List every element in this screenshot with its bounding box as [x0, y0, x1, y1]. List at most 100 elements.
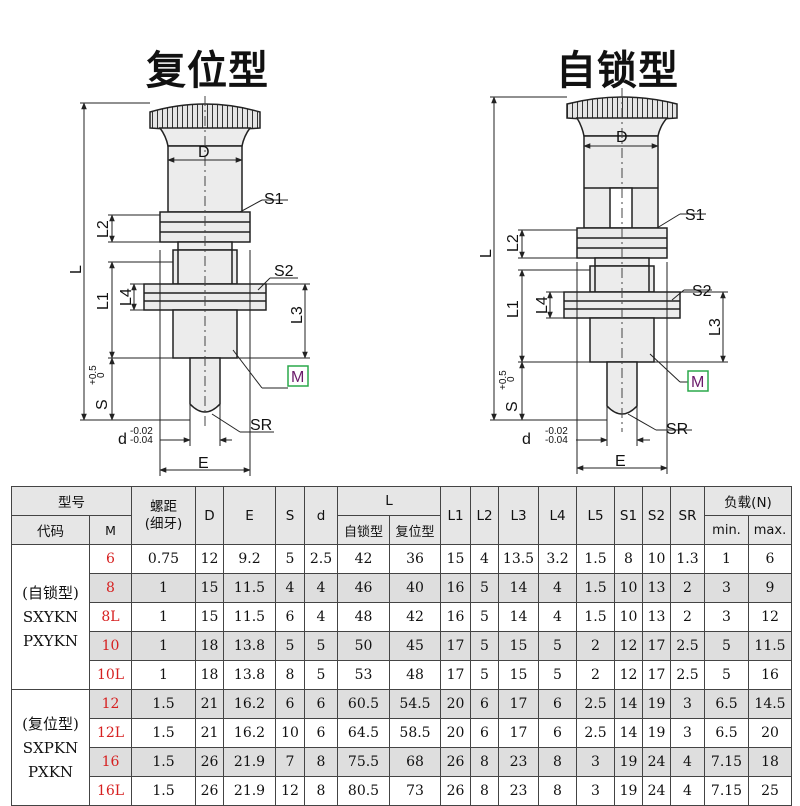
header-load-max: max. — [748, 515, 792, 545]
table-cell: 1.5 — [131, 747, 196, 777]
table-cell: 1 — [704, 544, 749, 574]
table-cell: 42 — [389, 602, 441, 632]
table-cell: 5 — [304, 660, 338, 690]
table-cell: 6 — [275, 602, 305, 632]
left-dim-L: L — [68, 265, 85, 274]
table-cell: 16 — [440, 573, 471, 603]
table-cell: 8 — [304, 747, 338, 777]
right-label-M: M — [691, 374, 704, 391]
table-header-row-2: 代码 M 自锁型 复位型 min. max. — [11, 515, 792, 545]
table-cell: 11.5 — [223, 573, 276, 603]
header-S1: S1 — [614, 486, 643, 545]
left-M-box — [287, 365, 309, 387]
table-cell: 13.8 — [223, 660, 276, 690]
table-cell: 21 — [195, 718, 224, 748]
table-cell: 75.5 — [337, 747, 390, 777]
table-cell: 3 — [576, 747, 615, 777]
left-dim-SR: SR — [250, 417, 272, 434]
table-cell: 17 — [440, 660, 471, 690]
table-cell: 8 — [538, 747, 577, 777]
left-tol-s-bottom: 0 — [96, 372, 107, 378]
header-E: E — [223, 486, 276, 545]
table-cell: 26 — [195, 776, 224, 806]
left-drawing-title: 复位型 — [146, 48, 269, 94]
table-cell: 6 — [538, 689, 577, 719]
spec-table: 型号 螺距 (细牙) D E S d L L1 L2 L3 L4 L5 S1 S… — [11, 486, 792, 806]
table-cell: 13 — [642, 573, 671, 603]
header-load: 负载(N) — [704, 486, 792, 516]
table-cell: 8 — [614, 544, 643, 574]
right-M-box — [687, 370, 709, 392]
size-code-cell: 8 — [89, 573, 132, 603]
table-cell: 23 — [498, 776, 539, 806]
table-cell: 10 — [614, 573, 643, 603]
left-label-S2: S2 — [274, 263, 294, 280]
right-label-S2: S2 — [692, 283, 712, 300]
table-cell: 8 — [470, 776, 499, 806]
table-cell: 54.5 — [389, 689, 441, 719]
table-cell: 5 — [704, 660, 749, 690]
table-cell: 26 — [195, 747, 224, 777]
right-dim-L: L — [478, 249, 495, 258]
size-code-cell: 16 — [89, 747, 132, 777]
table-cell: 4 — [304, 602, 338, 632]
table-cell: 9.2 — [223, 544, 276, 574]
table-header-row-1: 型号 螺距 (细牙) D E S d L L1 L2 L3 L4 L5 S1 S… — [11, 486, 792, 545]
table-cell: 2 — [576, 631, 615, 661]
table-cell: 10 — [275, 718, 305, 748]
table-cell: 48 — [389, 660, 441, 690]
table-cell: 13 — [642, 602, 671, 632]
table-cell: 12 — [195, 544, 224, 574]
table-cell: 73 — [389, 776, 441, 806]
table-cell: 53 — [337, 660, 390, 690]
table-cell: 14.5 — [748, 689, 792, 719]
table-cell: 50 — [337, 631, 390, 661]
table-cell: 15 — [195, 602, 224, 632]
header-d: d — [304, 486, 338, 545]
model-group-line: PXYKN — [22, 632, 78, 650]
table-cell: 4 — [670, 776, 705, 806]
model-group-line: SXPKN — [22, 738, 79, 757]
table-cell: 4 — [304, 573, 338, 603]
model-group-line: PXKN — [27, 762, 74, 781]
table-cell: 60.5 — [337, 689, 390, 719]
table-cell: 3 — [704, 602, 749, 632]
left-tol-d-bottom: -0.04 — [130, 435, 153, 446]
table-cell: 16.2 — [223, 689, 276, 719]
technical-drawing: D S1 S2 L3 SR E L L2 L1 L4 S d +0.5 0 -0… — [68, 88, 728, 476]
table-cell: 10 — [642, 544, 671, 574]
table-cell: 20 — [440, 718, 471, 748]
table-cell: 2.5 — [576, 718, 615, 748]
table-cell: 2.5 — [670, 660, 705, 690]
table-cell: 13.8 — [223, 631, 276, 661]
model-group-line: (复位型) — [22, 714, 79, 733]
table-cell: 3 — [670, 718, 705, 748]
table-cell: 1.5 — [131, 718, 196, 748]
header-pitch: 螺距 (细牙) — [131, 486, 196, 545]
table-cell: 1 — [131, 602, 196, 632]
table-cell: 14 — [498, 602, 539, 632]
table-cell: 19 — [642, 718, 671, 748]
table-cell: 4 — [538, 573, 577, 603]
header-SR: SR — [670, 486, 705, 545]
table-cell: 8 — [304, 776, 338, 806]
table-cell: 6 — [748, 544, 792, 574]
header-S2: S2 — [642, 486, 671, 545]
table-cell: 14 — [498, 573, 539, 603]
header-L-reset: 复位型 — [389, 515, 441, 545]
table-cell: 15 — [498, 631, 539, 661]
table-cell: 36 — [389, 544, 441, 574]
right-tol-s-bottom: 0 — [506, 376, 517, 382]
header-load-min: min. — [704, 515, 749, 545]
table-cell: 1.5 — [576, 573, 615, 603]
header-code: 代码 — [11, 515, 90, 545]
table-cell: 5 — [304, 631, 338, 661]
size-code-cell: 10 — [89, 631, 132, 661]
left-tol-d-top: -0.02 — [130, 426, 153, 437]
table-cell: 1.3 — [670, 544, 705, 574]
table-cell: 46 — [337, 573, 390, 603]
